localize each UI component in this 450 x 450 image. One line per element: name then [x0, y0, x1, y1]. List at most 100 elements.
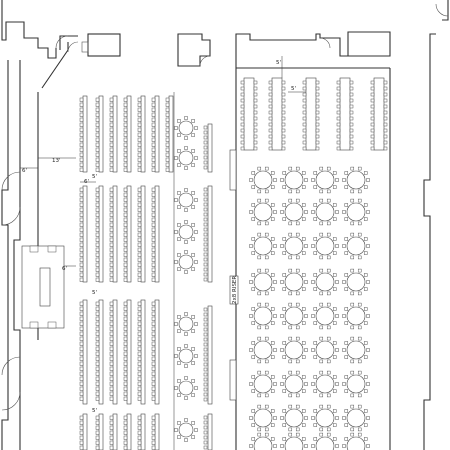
banquet-table [370, 77, 388, 151]
chair [268, 80, 273, 85]
classroom-row [79, 185, 88, 283]
chair [109, 142, 114, 147]
chair [95, 391, 100, 396]
round-table [280, 268, 308, 296]
chair [313, 423, 318, 427]
chair [288, 268, 293, 273]
chair [151, 187, 156, 192]
round-table [342, 232, 370, 260]
chair [319, 336, 324, 341]
chair [203, 237, 208, 242]
chair [349, 104, 354, 109]
chair [194, 126, 198, 130]
chair [203, 392, 208, 397]
chair [95, 396, 100, 401]
chair [357, 432, 362, 437]
chair [95, 242, 100, 247]
chair [288, 404, 293, 409]
chair [109, 127, 114, 132]
chair [79, 381, 84, 386]
chair [79, 311, 84, 316]
chair [350, 255, 355, 260]
chair [203, 327, 208, 332]
chair [109, 435, 114, 440]
chair [79, 167, 84, 172]
chair [79, 217, 84, 222]
chair [264, 189, 269, 194]
chair [270, 237, 275, 241]
chair [109, 316, 114, 321]
chair [137, 272, 142, 277]
chair [184, 438, 188, 442]
chair [281, 104, 286, 109]
chair [95, 217, 100, 222]
chair [109, 167, 114, 172]
chair [151, 386, 156, 391]
chair [370, 98, 375, 103]
chair [257, 393, 262, 398]
table-top [178, 224, 194, 240]
chair [301, 251, 306, 255]
chair [79, 192, 84, 197]
chair [326, 198, 331, 203]
chair [304, 244, 308, 248]
chair [177, 223, 181, 227]
chair [177, 149, 181, 153]
chair [268, 92, 273, 97]
chair [109, 262, 114, 267]
chair [137, 102, 142, 107]
chair [326, 359, 331, 364]
chair [95, 366, 100, 371]
chair [326, 325, 331, 330]
chair [363, 203, 368, 207]
chair [79, 321, 84, 326]
table-top [373, 77, 385, 151]
cocktail-tables [174, 116, 213, 450]
chair [184, 376, 188, 380]
chair [270, 171, 275, 175]
narrow-strip [203, 413, 213, 450]
chair [79, 132, 84, 137]
chair [273, 178, 277, 182]
chair [281, 134, 286, 139]
chair [270, 251, 275, 255]
chair [174, 386, 178, 390]
chair [95, 167, 100, 172]
chair [319, 393, 324, 398]
chair [184, 220, 188, 224]
chair [349, 128, 354, 133]
chair [109, 102, 114, 107]
chair [251, 171, 256, 175]
chair [342, 314, 346, 318]
chair [326, 370, 331, 375]
round-table [311, 232, 339, 260]
chair [344, 217, 349, 221]
chair [342, 382, 346, 386]
chair [363, 185, 368, 189]
chair [301, 185, 306, 189]
chair [264, 221, 269, 226]
chair [203, 145, 208, 150]
chair [109, 207, 114, 212]
chair [123, 112, 128, 117]
chair [313, 409, 318, 413]
chair [304, 348, 308, 352]
chair [251, 273, 256, 277]
strip-table [207, 123, 213, 173]
cocktail-table [174, 188, 198, 212]
chair [313, 389, 318, 393]
chair [109, 202, 114, 207]
chair [295, 427, 300, 432]
chair [281, 86, 286, 91]
chair [295, 359, 300, 364]
row-table [98, 413, 104, 450]
chair [315, 110, 320, 115]
chair [336, 134, 341, 139]
chair [79, 366, 84, 371]
chair [264, 325, 269, 330]
chair [151, 381, 156, 386]
classroom-row [95, 299, 104, 405]
chair [383, 122, 388, 127]
chair [203, 165, 208, 170]
chair [264, 232, 269, 237]
